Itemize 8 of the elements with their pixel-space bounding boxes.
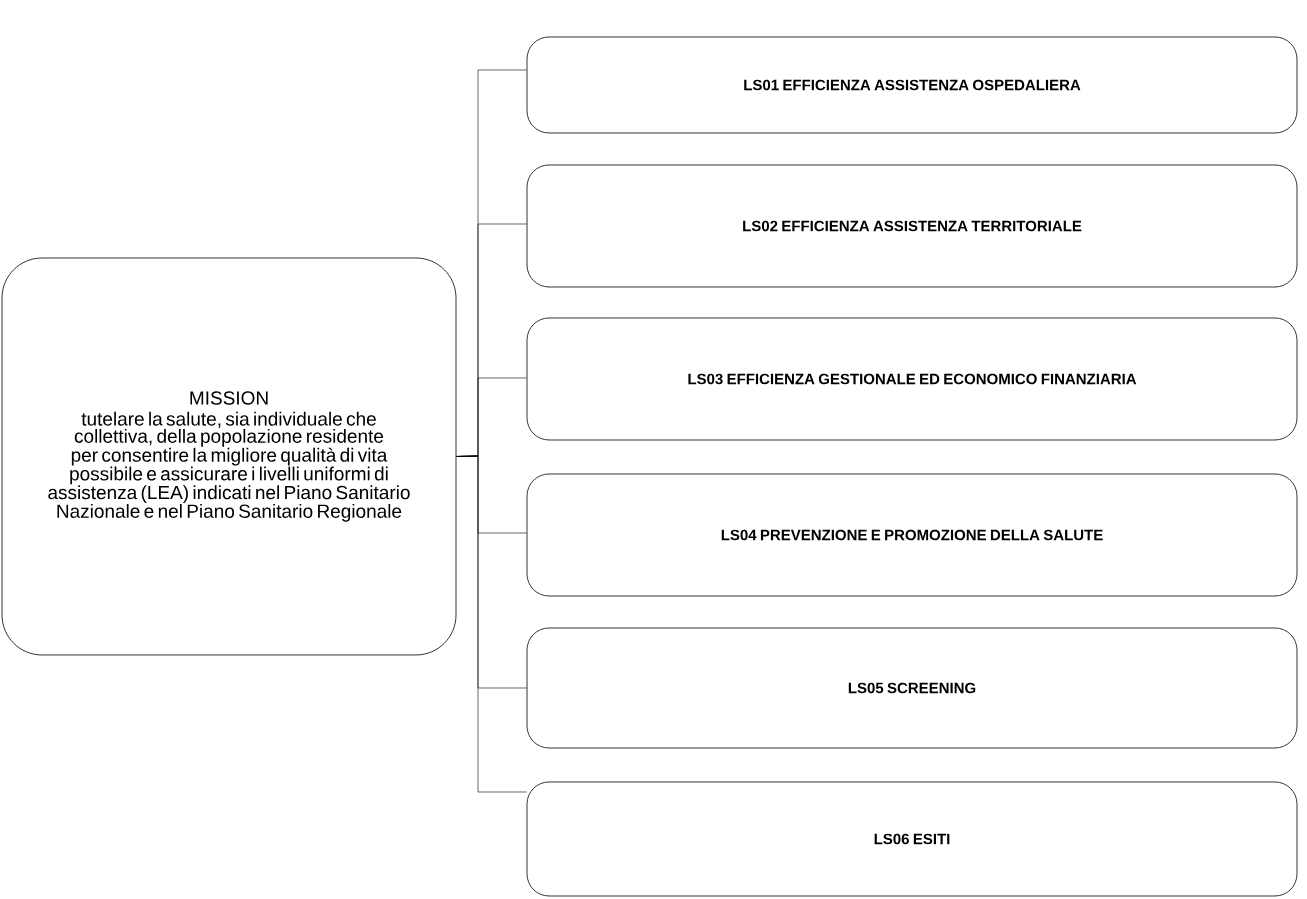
connector-line [456,455,527,793]
objective-box: LS05 SCREENING [526,627,1298,749]
objective-box: LS04 PREVENZIONE E PROMOZIONE DELLA SALUTE [526,473,1298,597]
mission-box: MISSION tutelare la salute, sia individuale che collettiva, della popolazione residente per consentire la migliore qualità di vita possibile e assicurare i livelli uniformi di assistenza (LEA) indicati nel Piano Sanitario Nazionale e nel Piano Sanitario Regionale [1,257,457,656]
objective-box: LS03 EFFICIENZA GESTIONALE ED ECONOMICO FINANZIARIA [526,317,1298,441]
objective-box: LS06 ESITI [526,781,1298,897]
objective-box: LS02 EFFICIENZA ASSISTENZA TERRITORIALE [526,164,1298,288]
objective-box: LS01 EFFICIENZA ASSISTENZA OSPEDALIERA [526,36,1298,134]
